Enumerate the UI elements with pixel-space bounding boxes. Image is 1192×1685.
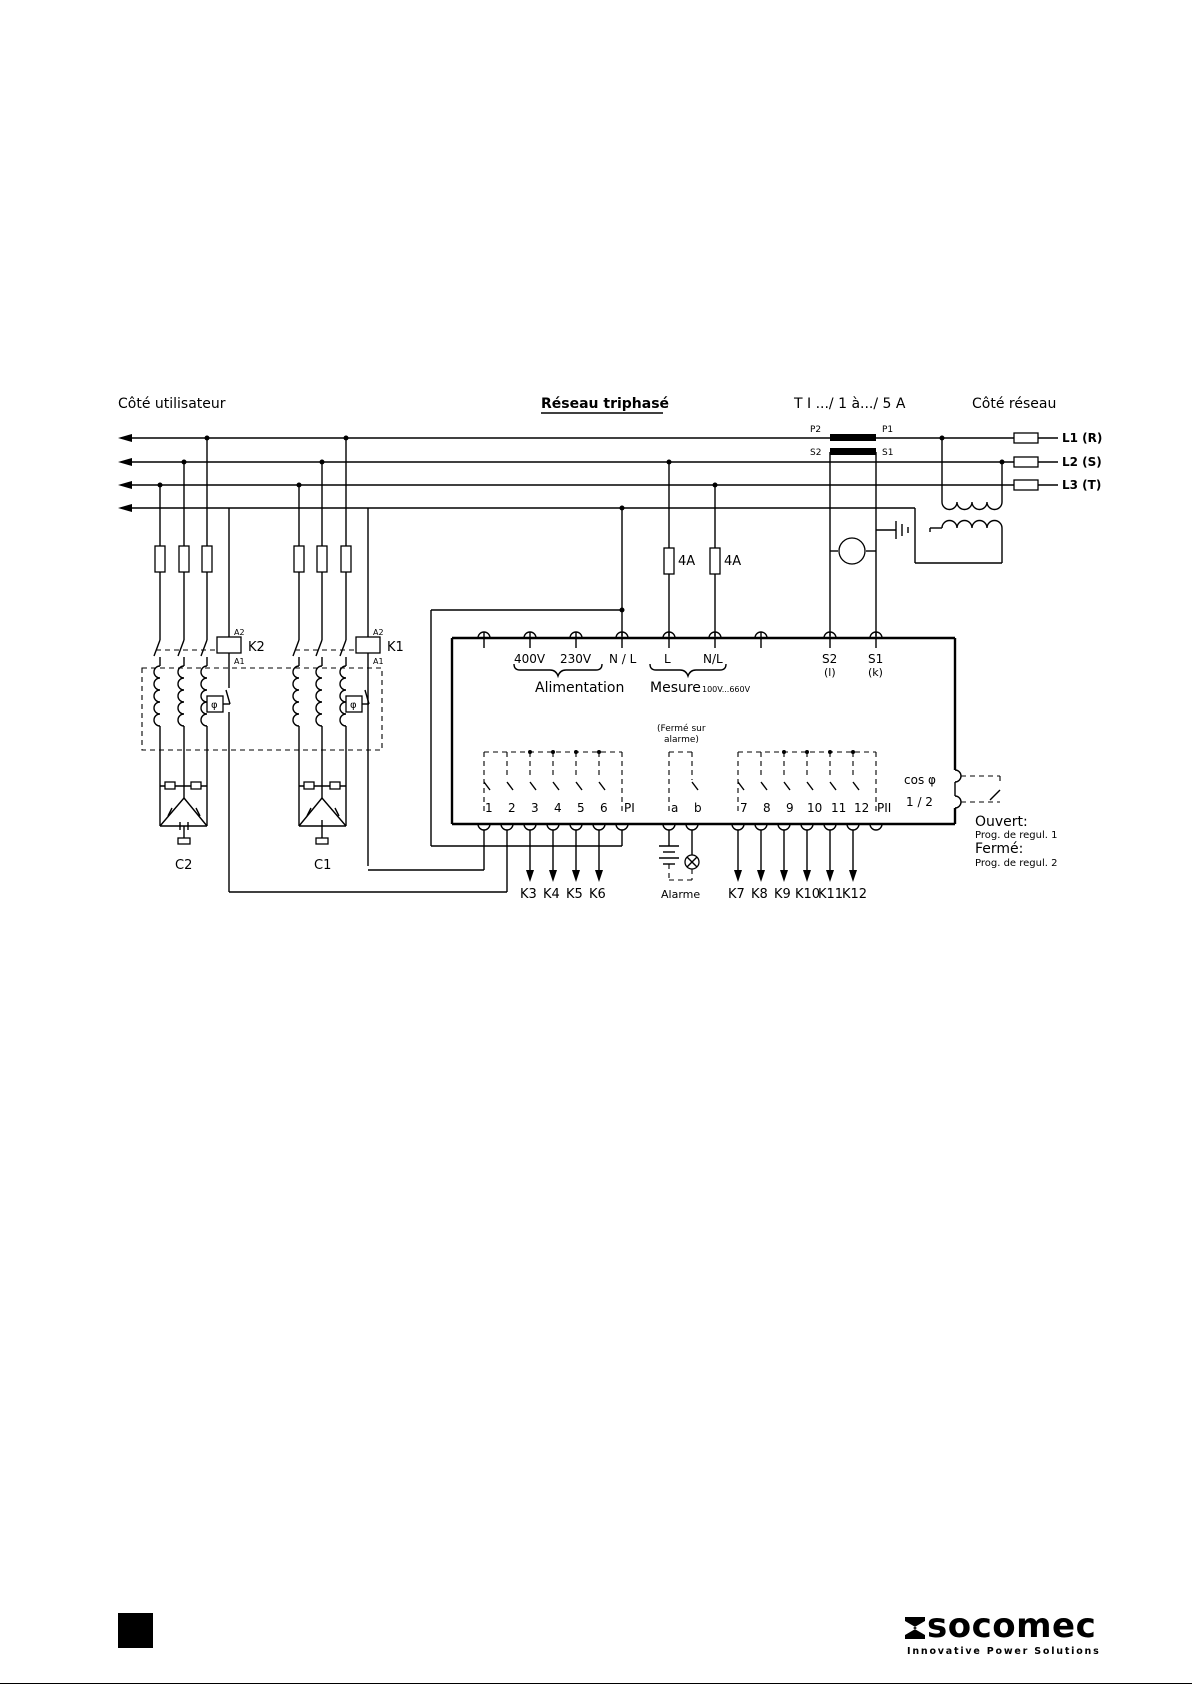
k2-phi: φ <box>211 700 218 711</box>
voltage-transformer <box>914 435 1005 564</box>
terminal-nl-measure: N/L <box>703 652 723 666</box>
line-l2: L2 (S) <box>1062 455 1102 469</box>
bottom-rule <box>0 1683 1192 1684</box>
terminal-label: 1 <box>485 801 493 815</box>
terminal-label: 5 <box>577 801 585 815</box>
output-labels-right: K7 K8 K9 K10 K11 K12 <box>728 887 867 902</box>
output-wires <box>228 712 857 893</box>
diagram-title: Réseau triphasé <box>541 396 669 412</box>
c1-label: C1 <box>314 858 331 873</box>
terminal-label: PII <box>877 801 891 815</box>
c2-label: C2 <box>175 858 192 873</box>
bus-junctions <box>157 435 718 511</box>
output-label: K10 <box>795 887 820 902</box>
measurement-fuses <box>621 462 721 636</box>
network-side-label: Côté réseau <box>972 396 1056 412</box>
terminal-label: 11 <box>831 801 846 815</box>
k1-phi: φ <box>350 700 357 711</box>
output-label: K7 <box>728 887 745 902</box>
terminal-label: 12 <box>854 801 869 815</box>
terminal-label: 10 <box>807 801 822 815</box>
output-label: K6 <box>589 887 606 902</box>
prog-open-desc: Prog. de regul. 1 <box>975 830 1057 841</box>
user-side-label: Côté utilisateur <box>118 396 226 412</box>
terminal-label: 4 <box>554 801 562 815</box>
socomec-logo-icon <box>905 1617 925 1639</box>
line-l1: L1 (R) <box>1062 431 1102 445</box>
mesure-range: 100V...660V <box>702 685 751 694</box>
relay-group-left <box>483 750 623 812</box>
terminal-400v: 400V <box>514 652 546 666</box>
k2-a1: A1 <box>234 657 245 666</box>
mesure-label: Mesure <box>650 680 701 696</box>
terminal-s2-sub: (l) <box>824 666 836 679</box>
relay-group-right <box>737 750 877 812</box>
fuse-4a-2: 4A <box>724 554 741 569</box>
logo-wordmark: socomec <box>927 1606 1097 1646</box>
terminal-labels-right: 7 8 9 10 11 12 PII <box>740 801 891 815</box>
output-label: K11 <box>818 887 843 902</box>
output-label: K5 <box>566 887 583 902</box>
ct-s2: S2 <box>810 448 821 458</box>
line-l3: L3 (T) <box>1062 478 1101 492</box>
ct-ratio-label: T I .../ 1 à.../ 5 A <box>793 396 906 412</box>
terminal-s1: S1 <box>868 652 883 666</box>
logo-tagline: Innovative Power Solutions <box>907 1646 1101 1657</box>
ct-secondary-wiring <box>829 452 909 636</box>
k2-label: K2 <box>248 640 265 655</box>
terminal-label: 2 <box>508 801 516 815</box>
output-label: K12 <box>842 887 867 902</box>
terminal-230v: 230V <box>560 652 592 666</box>
page-marker <box>118 1613 153 1648</box>
alimentation-label: Alimentation <box>535 680 624 696</box>
output-labels-left: K3 K4 K5 K6 <box>520 887 606 902</box>
terminal-label: 7 <box>740 801 748 815</box>
capacitor-step-c2 <box>153 438 242 845</box>
terminal-labels-alarm: a b <box>671 801 702 815</box>
current-transformer <box>830 434 876 455</box>
terminal-l: L <box>664 652 671 666</box>
alarm-note-1: (Fermé sur <box>657 723 706 734</box>
capacitor-step-c1 <box>292 438 381 866</box>
terminal-s2: S2 <box>822 652 837 666</box>
alarm-note-2: alarme) <box>664 735 699 745</box>
output-label: K4 <box>543 887 560 902</box>
k1-label: K1 <box>387 640 404 655</box>
terminal-label: 8 <box>763 801 771 815</box>
controller-box <box>430 607 1001 847</box>
terminal-label: a <box>671 801 678 815</box>
terminal-label: 6 <box>600 801 608 815</box>
fuse-4a-1: 4A <box>678 554 695 569</box>
cos-phi-label: cos φ <box>904 773 936 787</box>
half-label: 1 / 2 <box>906 795 933 809</box>
k2-a2: A2 <box>234 628 245 637</box>
output-label: K8 <box>751 887 768 902</box>
output-label: K9 <box>774 887 791 902</box>
prog-open: Ouvert: <box>975 814 1028 830</box>
output-label: K3 <box>520 887 537 902</box>
prog-closed: Fermé: <box>975 841 1023 857</box>
terminal-label: 9 <box>786 801 794 815</box>
ct-p1: P1 <box>882 425 893 435</box>
k1-a2: A2 <box>373 628 384 637</box>
k1-a1: A1 <box>373 657 384 666</box>
terminal-label: b <box>694 801 702 815</box>
relay-group-alarm <box>668 751 699 812</box>
contactor-enclosure <box>141 667 383 751</box>
socomec-logo: socomec Innovative Power Solutions <box>905 1606 1105 1660</box>
alarm-label: Alarme <box>661 888 700 901</box>
terminal-labels-left: 1 2 3 4 5 6 PI <box>485 801 635 815</box>
terminal-s1-sub: (k) <box>868 666 883 679</box>
ct-p2: P2 <box>810 425 821 435</box>
bus-lines <box>118 432 1058 512</box>
terminal-nl-supply: N / L <box>609 652 637 666</box>
terminal-label: 3 <box>531 801 539 815</box>
prog-closed-desc: Prog. de regul. 2 <box>975 858 1057 869</box>
ct-s1: S1 <box>882 448 893 458</box>
terminal-label: PI <box>624 801 635 815</box>
